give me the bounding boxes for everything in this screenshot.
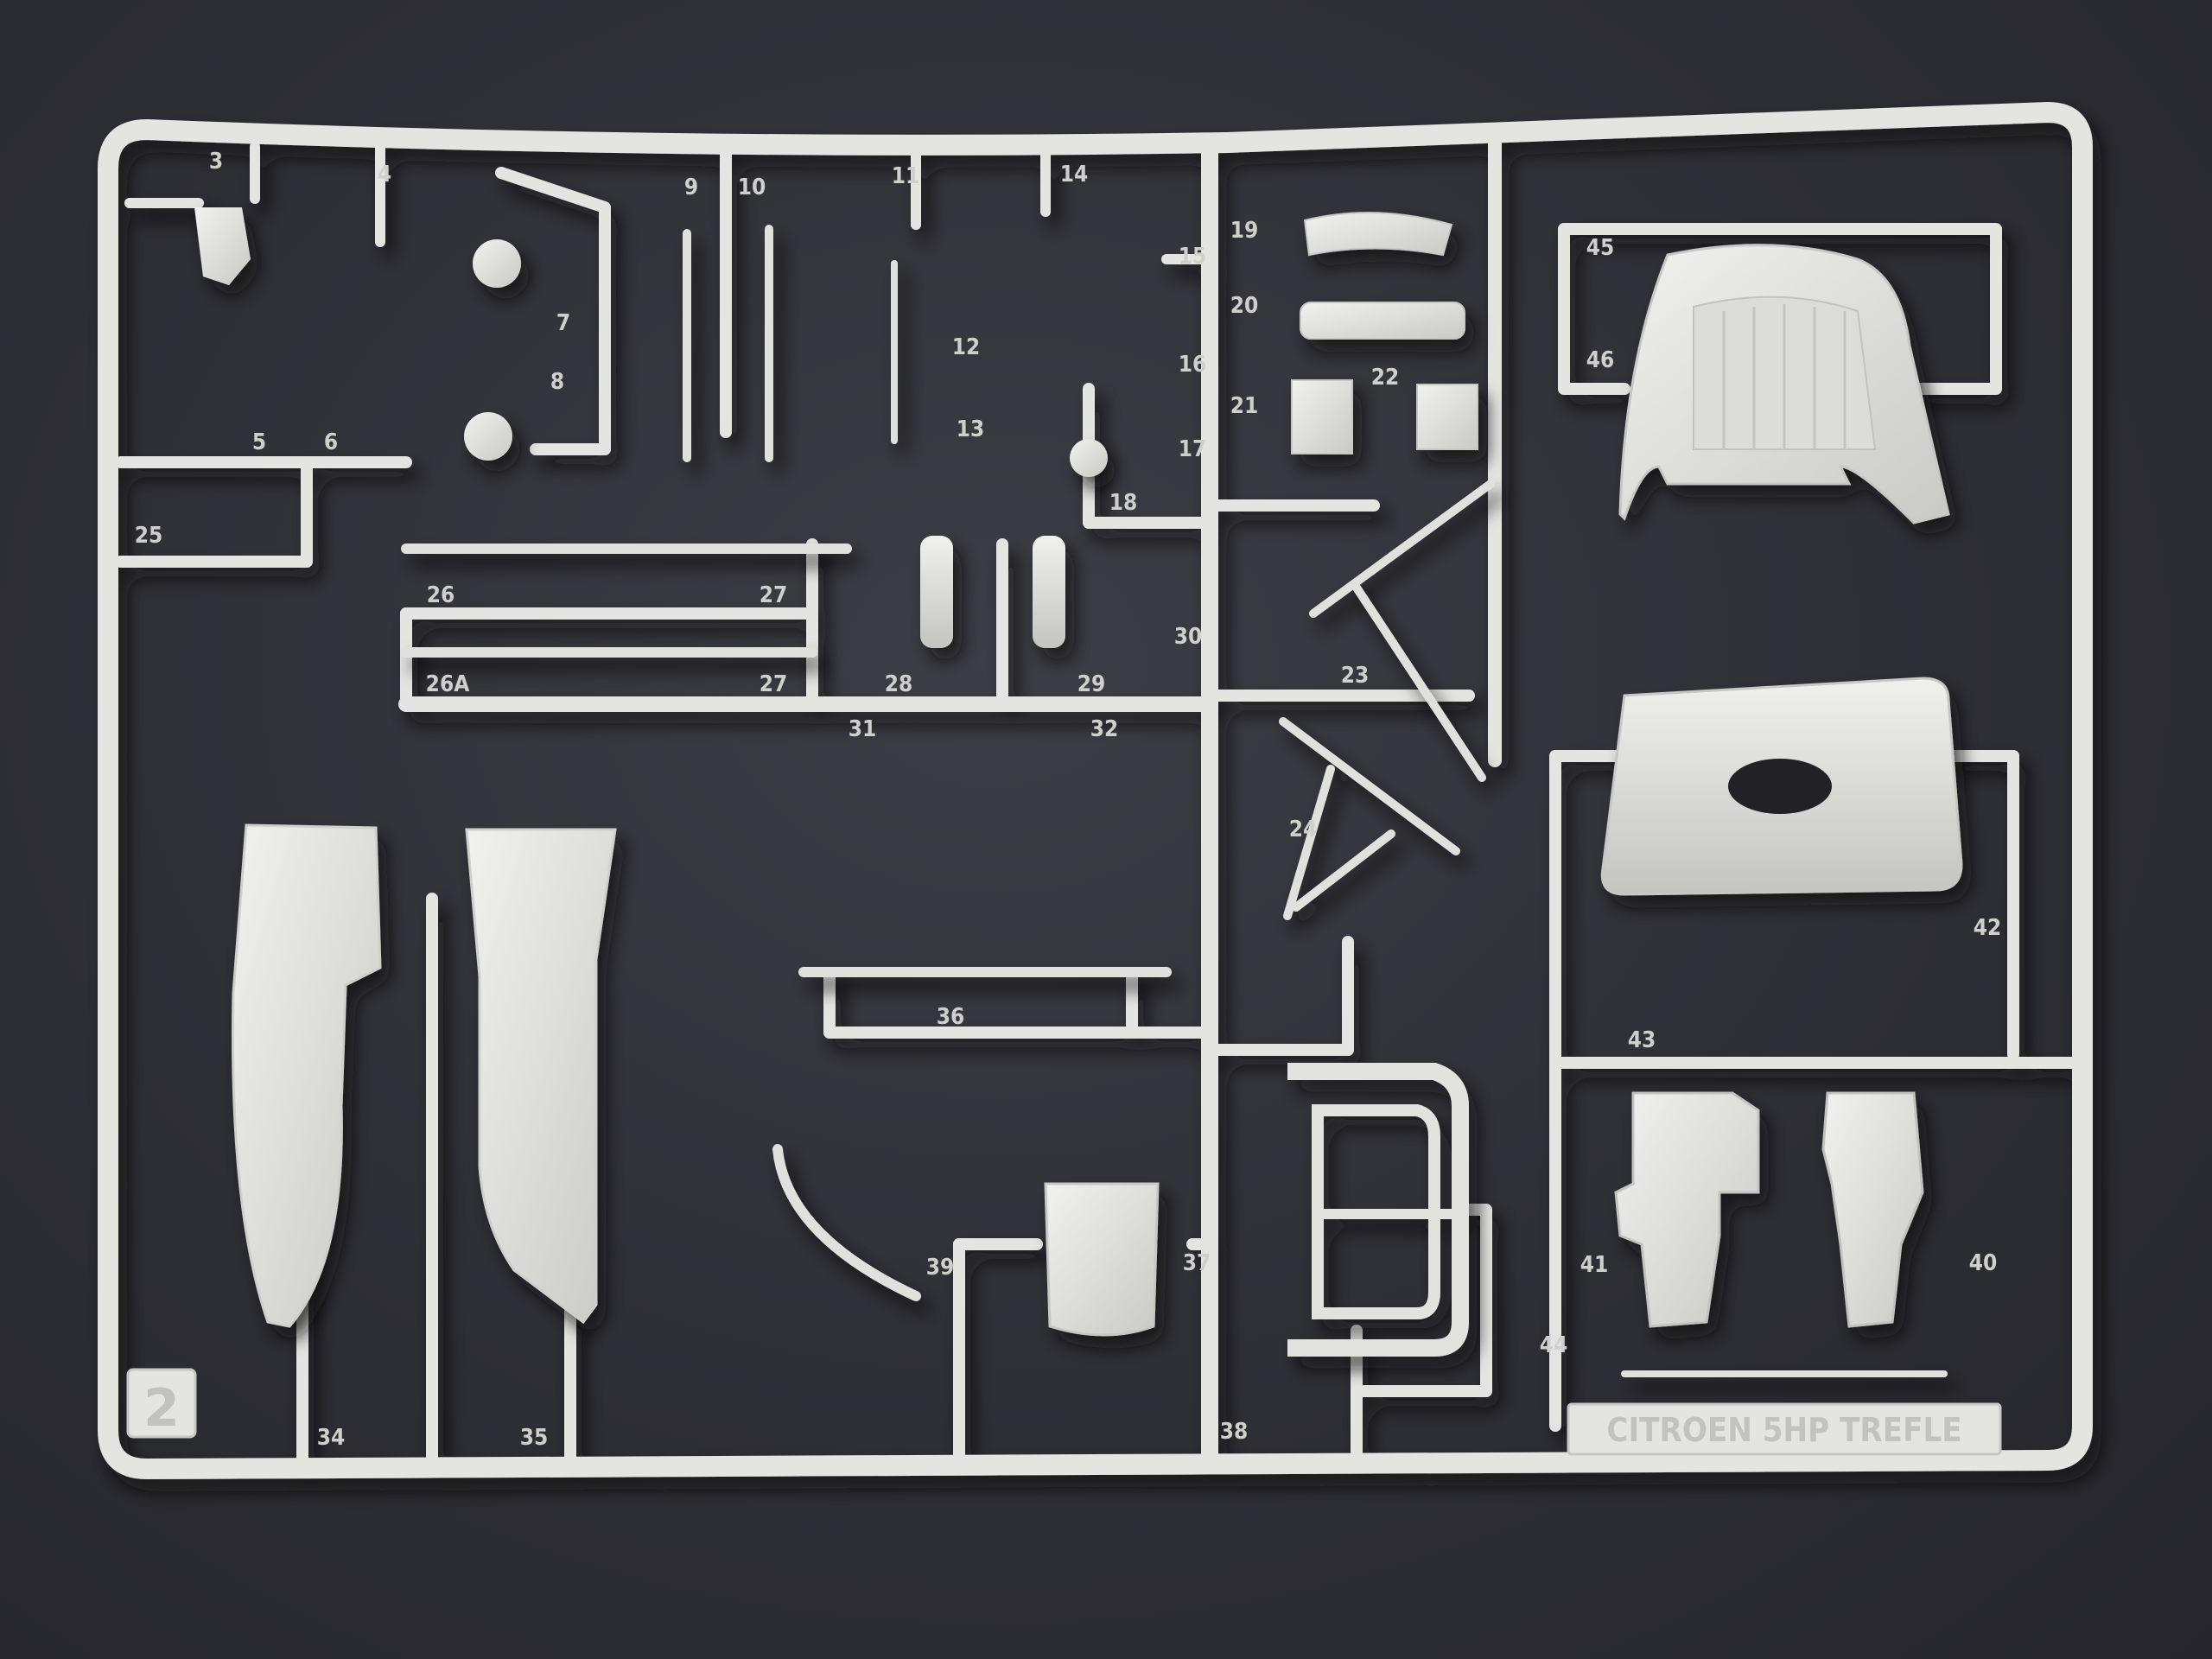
sprue-id: 2 [143,1378,180,1439]
part-label: 25 [135,523,163,549]
part-label: 46 [1586,347,1615,373]
part-label: 37 [1183,1250,1211,1276]
part-label: 19 [1230,218,1259,244]
part-label: 36 [937,1004,965,1030]
part-label: 27 [760,582,788,608]
part-label: 26 [427,582,455,608]
part-label: 31 [849,716,877,742]
part-label: 5 [252,429,266,455]
part-label: 6 [324,429,338,455]
part-label: 7 [556,310,570,336]
part-label: 40 [1969,1250,1998,1276]
strut-rods [401,225,1948,1377]
part-label: 21 [1230,393,1259,419]
sprue-name: CITROEN 5HP TREFLE [1606,1411,1961,1449]
part-label: 42 [1974,915,2002,941]
part-label: 35 [520,1425,549,1451]
part-label: 20 [1230,293,1259,319]
part-label: 4 [378,162,391,188]
part-label: 12 [952,334,981,360]
part-label: 41 [1580,1252,1609,1278]
part-label: 18 [1109,490,1138,516]
part-label: 34 [317,1425,346,1451]
part-label: 8 [550,369,564,395]
sprue-id-tag: 2 [126,1368,197,1439]
part-label: 28 [885,671,913,697]
part-label: 32 [1090,716,1119,742]
part-label: 44 [1540,1332,1568,1358]
part-label: 22 [1371,365,1400,391]
part-label: 45 [1586,235,1615,261]
part-label: 11 [892,163,920,189]
part-label: 17 [1179,436,1207,462]
sprue-name-plate: CITROEN 5HP TREFLE [1567,1402,2002,1456]
part-label: 15 [1179,244,1207,270]
part-label: 30 [1174,624,1203,650]
part-label: 13 [957,416,985,442]
parts [194,207,1963,1357]
part-label: 38 [1220,1419,1249,1445]
part-number-labels: 3 4 5 6 7 8 9 10 11 12 13 14 15 16 17 18… [135,149,2002,1451]
part-label: 10 [738,175,766,200]
part-label: 43 [1628,1027,1656,1053]
part-label: 14 [1060,162,1089,188]
part-label: 29 [1077,671,1106,697]
part-label: 16 [1179,352,1207,378]
part-label: 24 [1289,817,1318,842]
part-label: 23 [1341,663,1370,689]
part-label: 27 [760,671,788,697]
sprue-frame [98,102,2093,1479]
part-label: 3 [209,149,223,175]
part-label: 26A [426,671,470,697]
part-label: 9 [684,175,698,200]
part-label: 39 [926,1255,955,1281]
